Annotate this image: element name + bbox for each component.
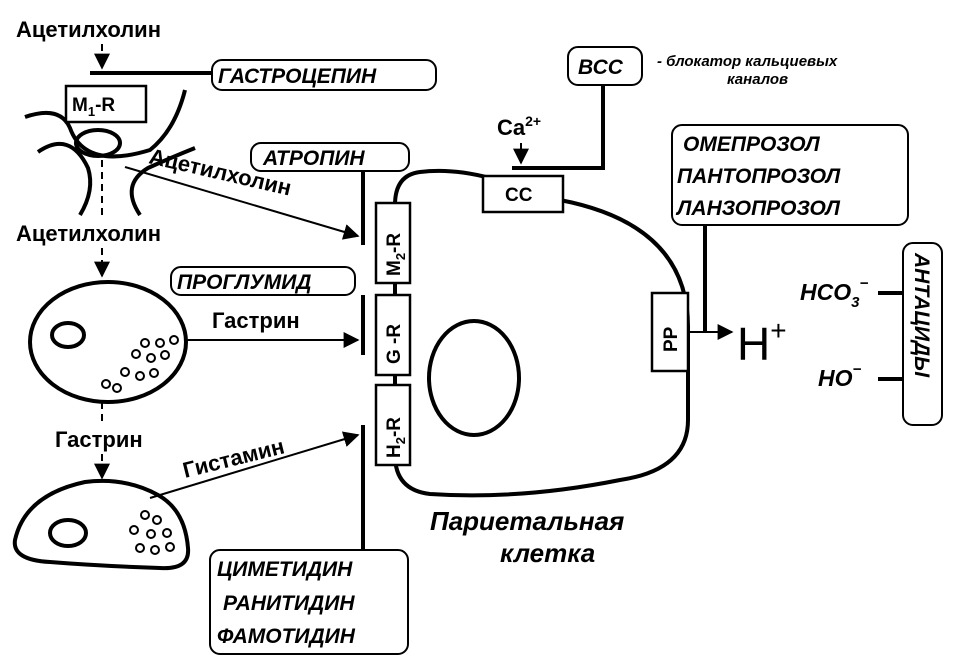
h2-blocker-2: РАНИТИДИН <box>223 592 355 615</box>
atropine-box <box>250 142 410 172</box>
ecl-cell <box>12 478 191 571</box>
hydroxide-label: HO− <box>818 361 862 391</box>
ecl-cell-granules <box>129 510 175 555</box>
m1-receptor-box <box>64 84 148 124</box>
histamine-arrow <box>149 431 360 499</box>
m2-receptor-box <box>374 201 412 285</box>
gastrocepin-box <box>211 59 437 91</box>
acetylcholine-diagonal-arrow <box>124 166 360 240</box>
parietal-cell-outline <box>393 168 691 498</box>
m1-receptor-label: M1-R <box>72 95 115 119</box>
atropine-label: АТРОПИН <box>262 147 365 170</box>
ppi-3: ЛАНЗОПРОЗОЛ <box>675 197 841 220</box>
proton-pump-label: PP <box>661 326 682 352</box>
calcium-ion-label: Ca2+ <box>497 113 541 140</box>
calcium-channel-label: CC <box>505 185 533 206</box>
acetylcholine-mid-label: Ацетилхолин <box>16 221 161 246</box>
proglumide-label: ПРОГЛУМИД <box>177 271 311 294</box>
h2-receptor-label: H2-R <box>384 417 408 458</box>
g-receptor-label: G -R <box>384 324 405 364</box>
bicarbonate-label: HCO3− <box>800 275 868 311</box>
proton-pump-box <box>650 291 690 373</box>
histamine-label: Гистамин <box>180 433 287 482</box>
neuron-outline-right <box>129 146 196 217</box>
acetylcholine-top-label: Ацетилхолин <box>16 17 161 42</box>
ppi-box <box>671 124 909 226</box>
ppi-1: ОМЕПРОЗОЛ <box>683 133 820 156</box>
g-cell <box>28 280 188 404</box>
bcc-label: ВСС <box>578 56 624 79</box>
calcium-channel-box <box>481 174 565 214</box>
parietal-cell-caption-line2: клетка <box>500 538 595 568</box>
h2-receptor-box <box>374 383 412 467</box>
proglumide-box <box>170 266 356 296</box>
bcc-note-line1: - блокатор кальциевых <box>657 53 838 70</box>
gastrin-side-label: Гастрин <box>55 427 143 452</box>
parietal-cell-nucleus <box>427 319 521 437</box>
h2-blockers-box <box>209 549 409 655</box>
m2-receptor-label: M2-R <box>384 233 408 276</box>
ppi-2: ПАНТОПРОЗОЛ <box>677 165 841 188</box>
gastrin-arrow-label: Гастрин <box>212 308 300 333</box>
ecl-cell-nucleus <box>48 518 88 548</box>
g-cell-granules <box>101 335 179 393</box>
neuron-nucleus <box>74 128 122 158</box>
parietal-cell-caption-line1: Париетальная <box>430 506 624 536</box>
h2-blocker-1: ЦИМЕТИДИН <box>217 558 353 581</box>
bcc-block-line <box>512 86 605 170</box>
proton-label: H+ <box>737 315 787 370</box>
antacids-label: АНТАЦИДЫ <box>910 252 933 378</box>
h2-blocker-3: ФАМОТИДИН <box>217 625 356 648</box>
bcc-note-line2: каналов <box>727 71 788 88</box>
gastrocepin-label: ГАСТРОЦЕПИН <box>218 65 377 88</box>
g-receptor-box <box>374 293 412 377</box>
g-cell-nucleus <box>50 321 86 349</box>
antacids-box <box>902 242 943 426</box>
bcc-box <box>567 46 643 86</box>
neuron-outline-left <box>36 142 93 217</box>
